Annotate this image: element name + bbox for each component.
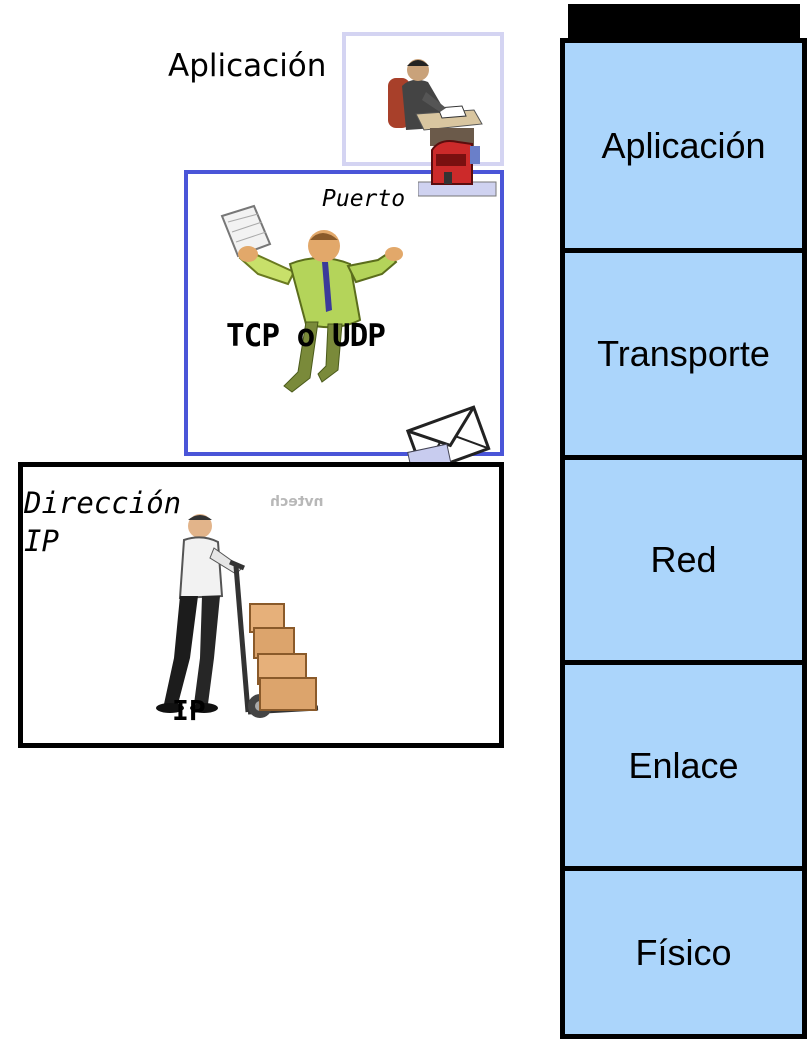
ip-address-label: Dirección IP <box>24 484 181 560</box>
port-label: Puerto <box>322 186 406 212</box>
stack-header-bar <box>568 4 800 44</box>
mailbox-icon <box>418 140 497 197</box>
messenger-man-icon <box>220 204 403 393</box>
hand-truck-worker-icon <box>156 514 319 718</box>
network-protocol-label: IP <box>172 694 206 727</box>
layer-physical: Físico <box>565 871 802 1039</box>
layer-transport: Transporte <box>565 253 802 460</box>
transport-protocol-label: TCP o UDP <box>226 318 386 354</box>
layer-network: Red <box>565 460 802 665</box>
office-worker-icon <box>388 59 483 146</box>
application-box <box>342 32 504 166</box>
ip-address-label-line2: IP <box>24 524 59 558</box>
ip-address-label-line1: Dirección <box>24 486 182 520</box>
layer-link: Enlace <box>565 665 802 871</box>
protocol-stack: Aplicación Transporte Red Enlace Físico <box>560 38 807 1039</box>
application-label: Aplicación <box>168 48 327 84</box>
layer-application: Aplicación <box>565 43 802 253</box>
